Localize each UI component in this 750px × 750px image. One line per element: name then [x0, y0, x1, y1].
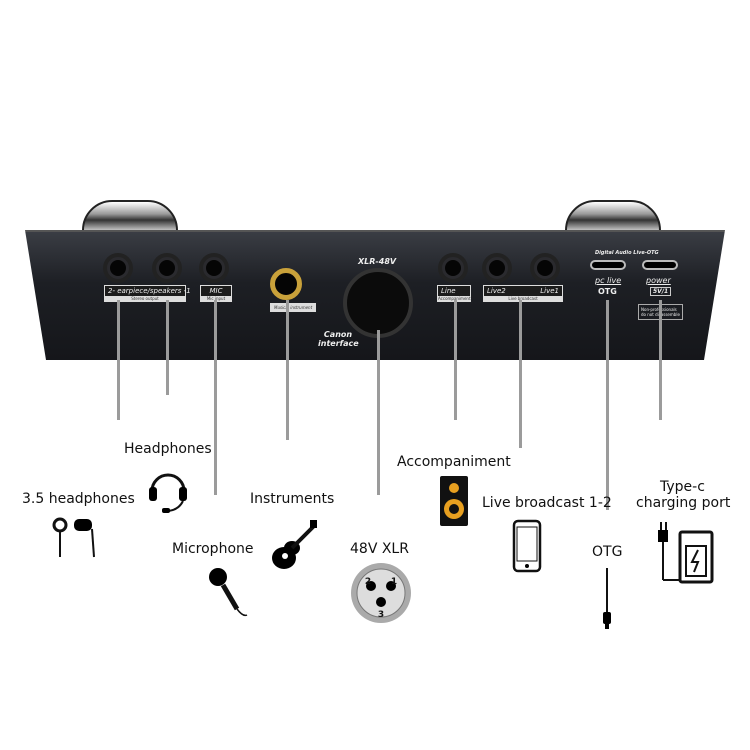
line-instruments — [286, 300, 289, 440]
microphone-icon — [209, 568, 248, 617]
label-charging-port: charging port — [636, 495, 731, 511]
power-label: power — [646, 276, 671, 285]
label-accompaniment: Accompaniment — [397, 454, 511, 470]
label-instruments: Instruments — [250, 491, 335, 507]
earpiece-2-jack[interactable] — [107, 257, 129, 279]
pc-live-label: pc live — [595, 276, 622, 285]
headphone-sub: Stereo output — [105, 296, 185, 301]
live2-jack[interactable] — [486, 257, 508, 279]
label-headphones: Headphones — [124, 441, 212, 457]
instrument-sub: Musical instrument — [274, 305, 313, 310]
label-microphone: Microphone — [172, 541, 254, 557]
guitar-icon — [272, 520, 317, 569]
canon-interface: Canon interface — [318, 330, 359, 348]
line-headphones — [166, 300, 169, 395]
left-knob[interactable] — [82, 200, 178, 234]
line-xlr — [377, 330, 380, 495]
headphone-tag-text: 2- earpiece/speakers -1 — [108, 287, 191, 295]
line-microphone — [214, 300, 217, 495]
label-otg: OTG — [592, 544, 623, 560]
label-3.5-headphones: 3.5 headphones — [22, 491, 135, 507]
live1-jack[interactable] — [534, 257, 556, 279]
xlr-port[interactable] — [343, 268, 413, 338]
line-tag-text: Line — [441, 287, 456, 295]
instrument-tag: Musical instrument — [270, 303, 317, 312]
xlr-plug-icon: 2 1 3 — [351, 563, 411, 623]
earpiece-1-jack[interactable] — [156, 257, 178, 279]
usb-c-power-port[interactable] — [642, 260, 678, 270]
live2-text: Live2 — [487, 287, 506, 295]
smartphone-icon — [512, 519, 542, 573]
mic-tag-text: MIC — [209, 287, 223, 295]
live1-text: Live1 — [540, 287, 559, 295]
line-otg — [606, 300, 609, 510]
mic-jack[interactable] — [203, 257, 225, 279]
otg-port-label: OTG — [598, 287, 617, 296]
line-accompaniment — [454, 300, 457, 420]
headset-icon — [149, 473, 187, 513]
xlr-title: XLR-48V — [358, 257, 397, 266]
label-live-broadcast: Live broadcast 1-2 — [482, 495, 612, 511]
label-48v-xlr: 48V XLR — [350, 541, 409, 557]
line-jack[interactable] — [442, 257, 464, 279]
power-badge: 5V/1 — [650, 287, 672, 296]
charger-icon — [658, 522, 714, 584]
otg-cable-icon — [603, 568, 611, 629]
xlr-pin-1: 1 — [391, 577, 397, 587]
earbuds-icon — [52, 517, 95, 558]
xlr-pin-3: 3 — [378, 610, 384, 620]
line-typec — [659, 300, 662, 420]
right-knob[interactable] — [565, 200, 661, 234]
live-sub: Live broadcast — [484, 296, 562, 301]
usb-c-pc-live-port[interactable] — [590, 260, 626, 270]
xlr-pin-2: 2 — [365, 577, 371, 587]
line-sub: Accompaniment — [438, 296, 471, 301]
line-3.5-headphones — [117, 300, 120, 420]
digital-audio-label: Digital Audio Live-OTG — [595, 250, 659, 256]
speaker-icon — [440, 476, 468, 526]
mic-sub: Mic input — [201, 296, 231, 301]
line-live — [519, 300, 522, 448]
instrument-jack[interactable] — [270, 268, 302, 300]
label-typec: Type-c — [660, 479, 705, 495]
